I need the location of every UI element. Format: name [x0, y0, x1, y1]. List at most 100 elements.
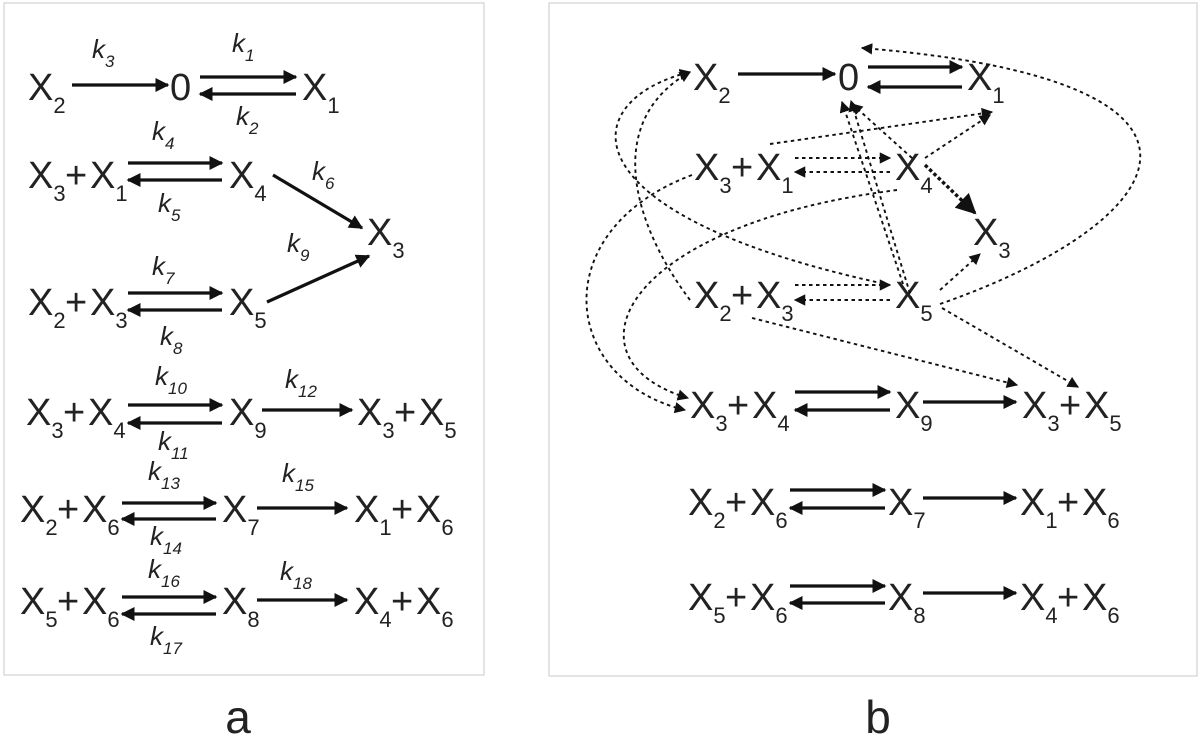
species-base: + — [391, 489, 413, 531]
species-subscript: 3 — [715, 411, 727, 436]
species-label: 0 — [170, 67, 191, 109]
rate-k: k — [158, 426, 173, 456]
species-subscript: 6 — [107, 515, 119, 540]
species-subscript: 6 — [775, 603, 787, 628]
rate-constant-label: k9 — [287, 228, 310, 265]
species-subscript: 8 — [247, 607, 259, 632]
species-base: X — [88, 392, 113, 434]
species-label: X6 — [416, 489, 454, 540]
species-base: X — [229, 155, 254, 197]
plus-sign: + — [1059, 385, 1081, 427]
rate-k: k — [285, 364, 300, 394]
species-label: X1 — [90, 155, 128, 206]
species-base: X — [1082, 577, 1107, 619]
species-base: X — [1020, 577, 1045, 619]
species-label: X7 — [222, 489, 260, 540]
species-base: + — [391, 581, 413, 623]
species-label: X1 — [756, 147, 794, 198]
influence-arrow — [839, 100, 904, 285]
species-base: X — [1084, 385, 1109, 427]
rate-constant-label: k10 — [155, 361, 187, 398]
species-label: X6 — [1082, 482, 1120, 533]
panel-b-frame — [548, 2, 1198, 677]
plus-sign: + — [394, 392, 416, 434]
species-label: X2 — [693, 57, 731, 108]
influence-arrow — [769, 107, 994, 145]
species-label: X1 — [354, 489, 392, 540]
species-label: X2 — [20, 489, 58, 540]
species-base: X — [694, 147, 719, 189]
species-subscript: 1 — [327, 93, 339, 118]
rate-constant-label: k12 — [285, 364, 317, 401]
rate-k: k — [287, 228, 302, 258]
species-subscript: 3 — [382, 418, 394, 443]
species-label: X3 — [756, 275, 794, 326]
influence-arrow — [751, 317, 1019, 389]
species-subscript: 1 — [992, 83, 1004, 108]
species-subscript: 1 — [1045, 508, 1057, 533]
influence-curve-arrow — [585, 174, 693, 414]
plus-sign: + — [725, 577, 747, 619]
species-base: + — [731, 147, 753, 189]
plus-sign: + — [65, 282, 87, 324]
species-label: X5 — [1084, 385, 1122, 436]
species-subscript: 6 — [441, 515, 453, 540]
rate-k: k — [312, 156, 327, 186]
species-label: X4 — [88, 392, 126, 443]
influence-curve-arrow — [622, 189, 898, 401]
species-subscript: 3 — [719, 173, 731, 198]
species-base: X — [367, 212, 392, 254]
species-label: X1 — [1020, 482, 1058, 533]
plus-sign: + — [731, 275, 753, 317]
species-subscript: 6 — [775, 508, 787, 533]
species-base: X — [28, 282, 53, 324]
species-base: + — [63, 392, 85, 434]
species-subscript: 2 — [713, 508, 725, 533]
species-base: X — [688, 577, 713, 619]
species-subscript: 4 — [777, 411, 789, 436]
rate-subscript: 4 — [165, 134, 174, 153]
rate-constant-label: k5 — [158, 188, 181, 225]
reaction-arrow — [272, 173, 364, 230]
species-subscript: 3 — [781, 301, 793, 326]
species-base: X — [895, 385, 920, 427]
influence-arrow — [941, 307, 1079, 388]
rate-subscript: 17 — [163, 639, 182, 658]
rate-k: k — [92, 34, 107, 64]
species-label: X3 — [690, 385, 728, 436]
species-base: X — [1082, 482, 1107, 524]
rate-constant-label: k2 — [236, 101, 259, 138]
species-base: + — [725, 577, 747, 619]
species-label: X4 — [752, 385, 790, 436]
panel-a-caption: a — [225, 691, 251, 739]
rate-subscript: 16 — [161, 572, 180, 591]
rate-constant-label: k7 — [152, 251, 175, 288]
species-base: X — [756, 275, 781, 317]
species-label: X8 — [888, 577, 926, 628]
species-label: X6 — [416, 581, 454, 632]
species-label: 0 — [838, 57, 859, 99]
species-base: 0 — [170, 67, 191, 109]
rate-constant-label: k14 — [150, 521, 182, 558]
rate-subscript: 2 — [248, 119, 259, 138]
species-subscript: 4 — [920, 173, 932, 198]
species-subscript: 7 — [247, 515, 259, 540]
rate-constant-label: k17 — [150, 621, 182, 658]
species-base: X — [28, 155, 53, 197]
rate-k: k — [148, 554, 163, 584]
reaction-arrow — [266, 254, 371, 304]
plus-sign: + — [57, 581, 79, 623]
species-label: X5 — [419, 392, 457, 443]
rate-constant-label: k6 — [312, 156, 335, 193]
species-base: X — [28, 67, 53, 109]
plus-sign: + — [57, 489, 79, 531]
species-subscript: 4 — [254, 181, 266, 206]
species-base: X — [419, 392, 444, 434]
species-subscript: 4 — [379, 607, 391, 632]
species-base: X — [752, 385, 777, 427]
plus-sign: + — [725, 482, 747, 524]
influence-curve-arrow — [634, 71, 691, 301]
plus-sign: + — [731, 147, 753, 189]
species-subscript: 1 — [379, 515, 391, 540]
species-base: X — [229, 392, 254, 434]
